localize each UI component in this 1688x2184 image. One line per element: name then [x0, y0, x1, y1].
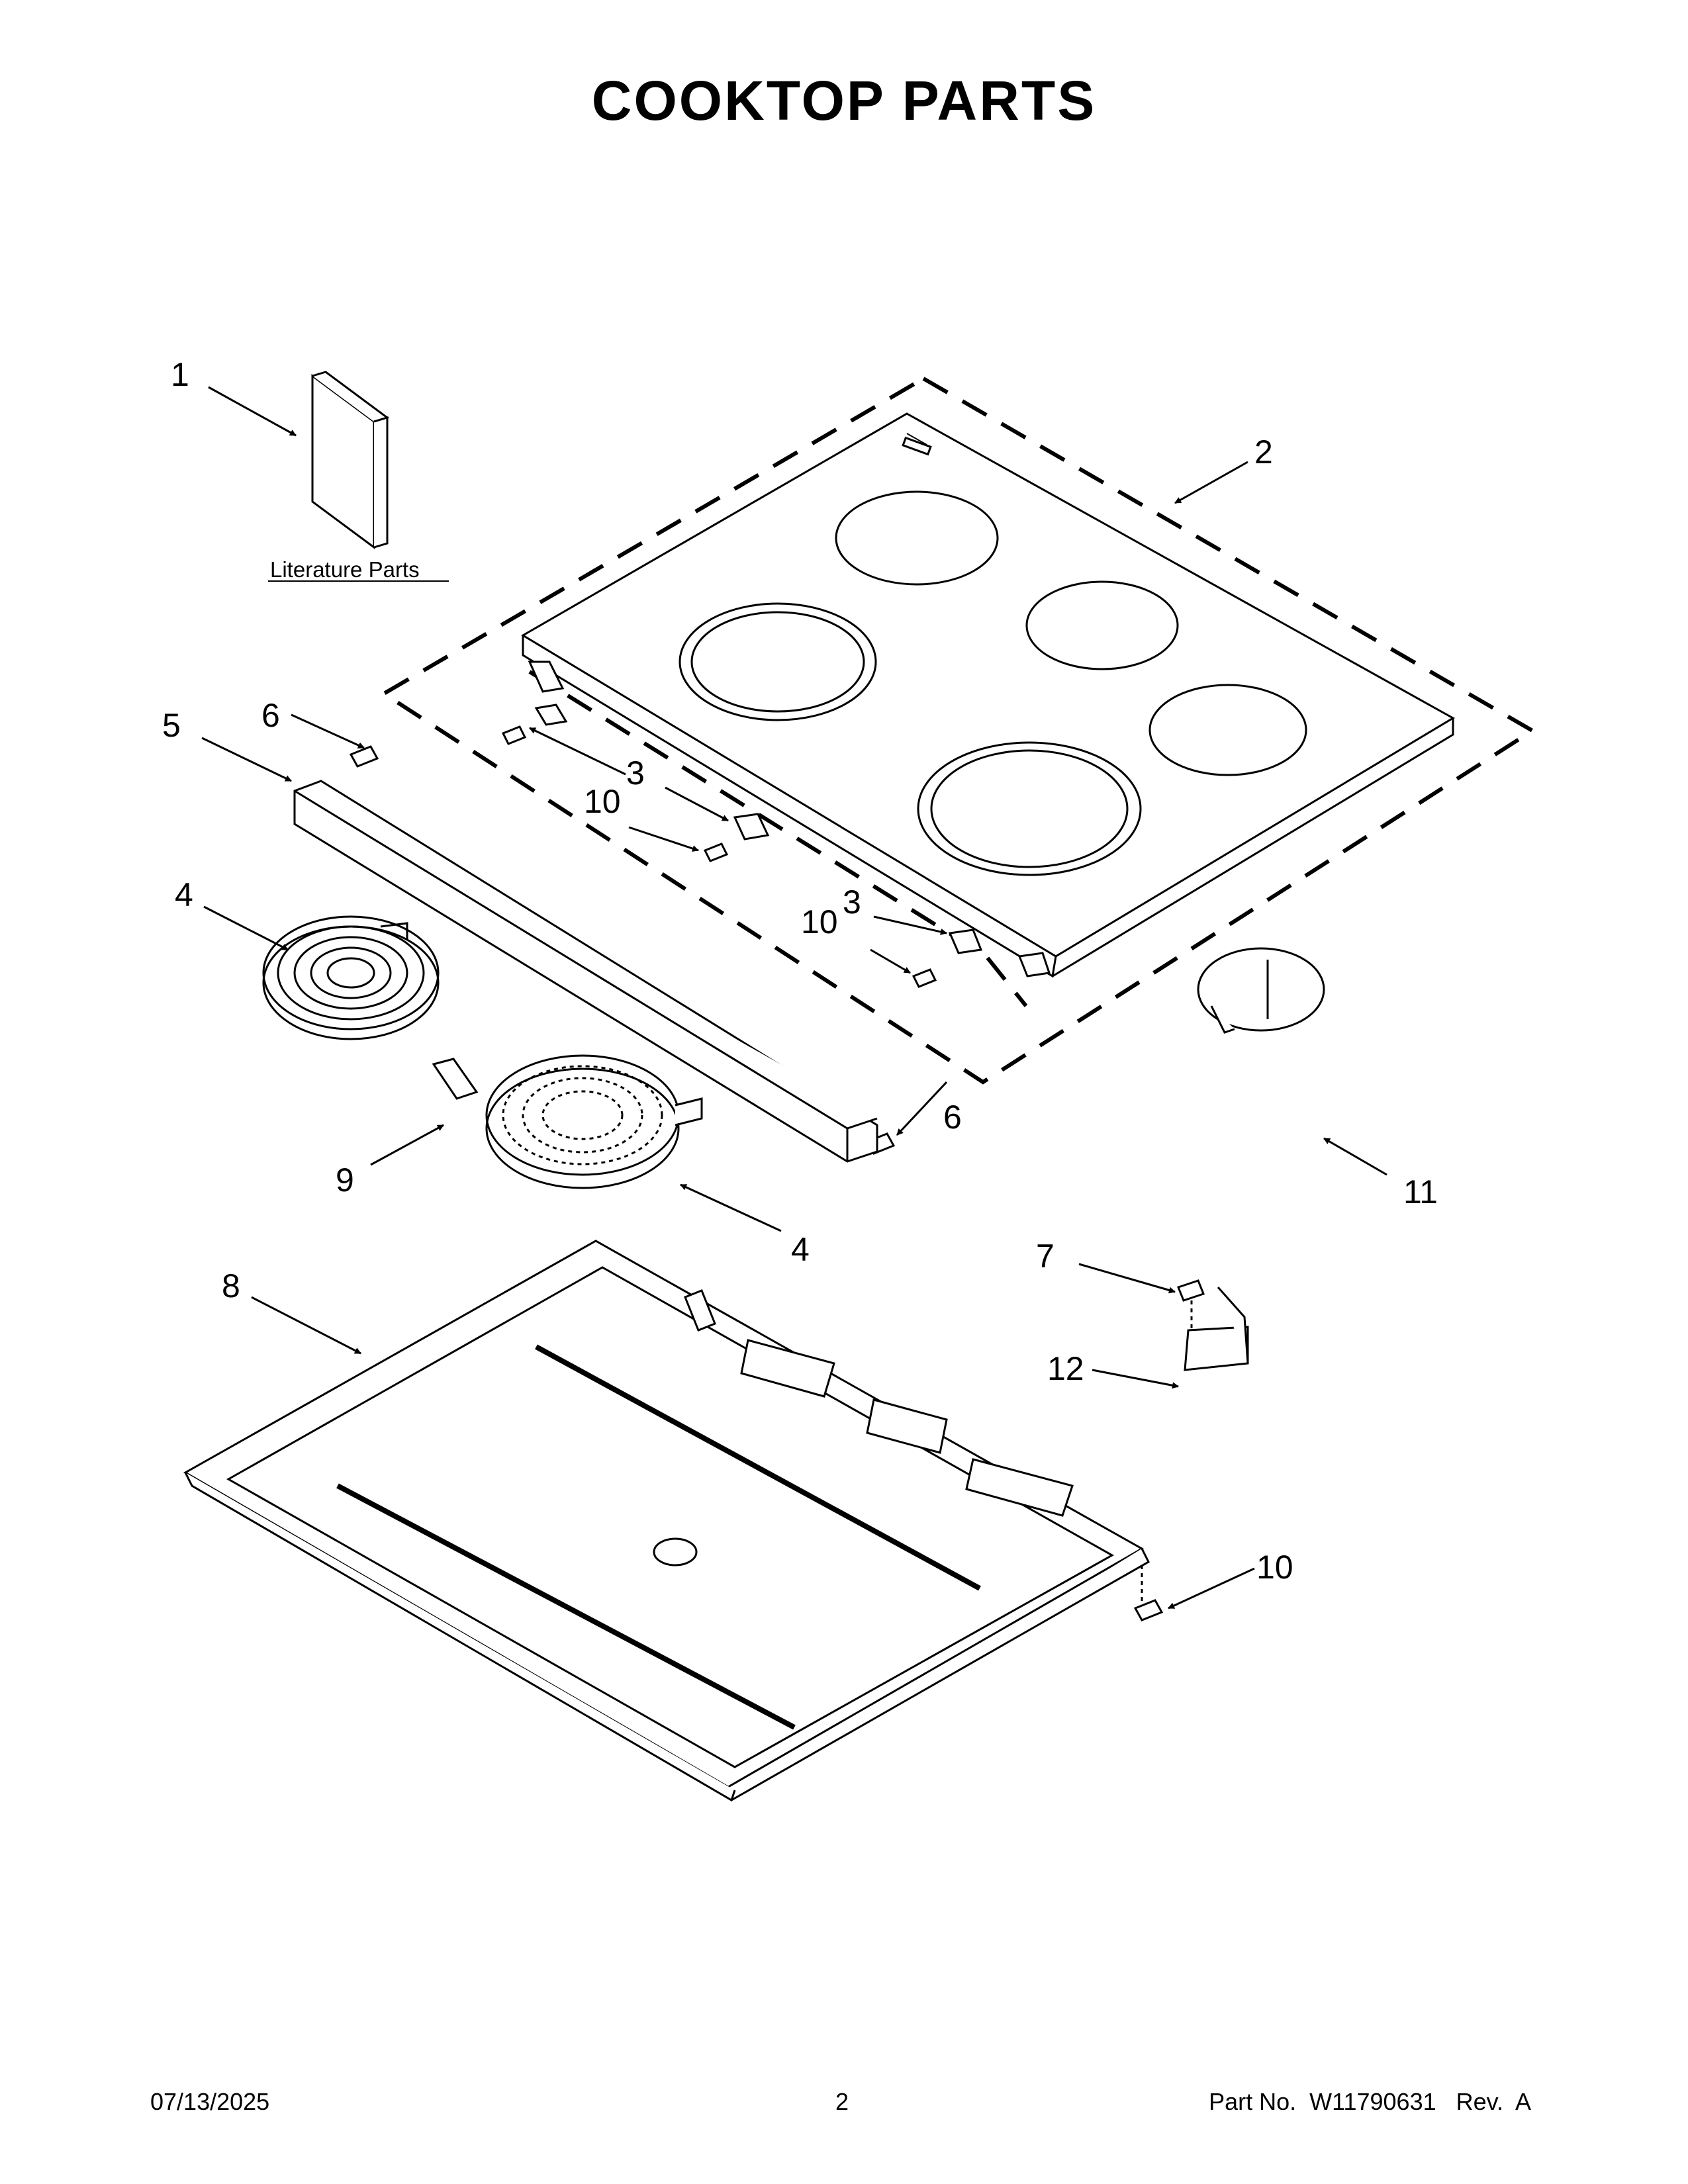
callout-7: 7	[1036, 1238, 1055, 1275]
glass-cooktop	[521, 412, 1455, 978]
footer-date: 07/13/2025	[150, 2088, 270, 2115]
callout-3-lower: 3	[843, 884, 861, 921]
callout-9: 9	[336, 1161, 354, 1199]
callout-10-lower: 10	[1256, 1549, 1293, 1586]
radiant-element-small	[262, 915, 440, 1040]
callout-4-upper: 4	[175, 876, 193, 913]
callout-10-upper: 10	[584, 783, 621, 820]
callout-8: 8	[222, 1267, 240, 1304]
callout-1: 1	[171, 356, 189, 393]
callout-leaders	[201, 386, 1387, 1610]
callout-3-upper: 3	[626, 754, 645, 792]
footer-part-number: Part No. W11790631 Rev. A	[1209, 2088, 1531, 2115]
callout-11: 11	[1403, 1173, 1438, 1210]
side-bracket	[1184, 1287, 1249, 1371]
burner-box-tray	[183, 1240, 1150, 1802]
callout-6-lower: 6	[943, 1099, 962, 1136]
front-trim	[293, 780, 878, 1163]
page-title: COOKTOP PARTS	[591, 69, 1097, 132]
radiant-element-dual	[485, 1054, 703, 1189]
bracket-screw	[1177, 1279, 1205, 1330]
cooktop-brackets	[528, 660, 1051, 978]
callout-10-middle: 10	[801, 903, 838, 940]
literature-parts-booklet	[268, 371, 449, 582]
cover-disc	[1197, 947, 1325, 1034]
footer-page-number: 2	[835, 2088, 849, 2115]
callout-4-lower: 4	[791, 1231, 810, 1268]
callout-12: 12	[1047, 1350, 1084, 1387]
callout-6-upper: 6	[261, 697, 280, 734]
limiter-switch	[432, 1058, 479, 1100]
tray-screw	[1133, 1565, 1164, 1621]
callout-2: 2	[1254, 433, 1273, 471]
literature-parts-label: Literature Parts	[270, 557, 420, 582]
callout-5: 5	[162, 707, 181, 744]
cooktop-burner-rings	[679, 490, 1307, 876]
cooktop-assembly-outline	[380, 376, 1536, 1085]
